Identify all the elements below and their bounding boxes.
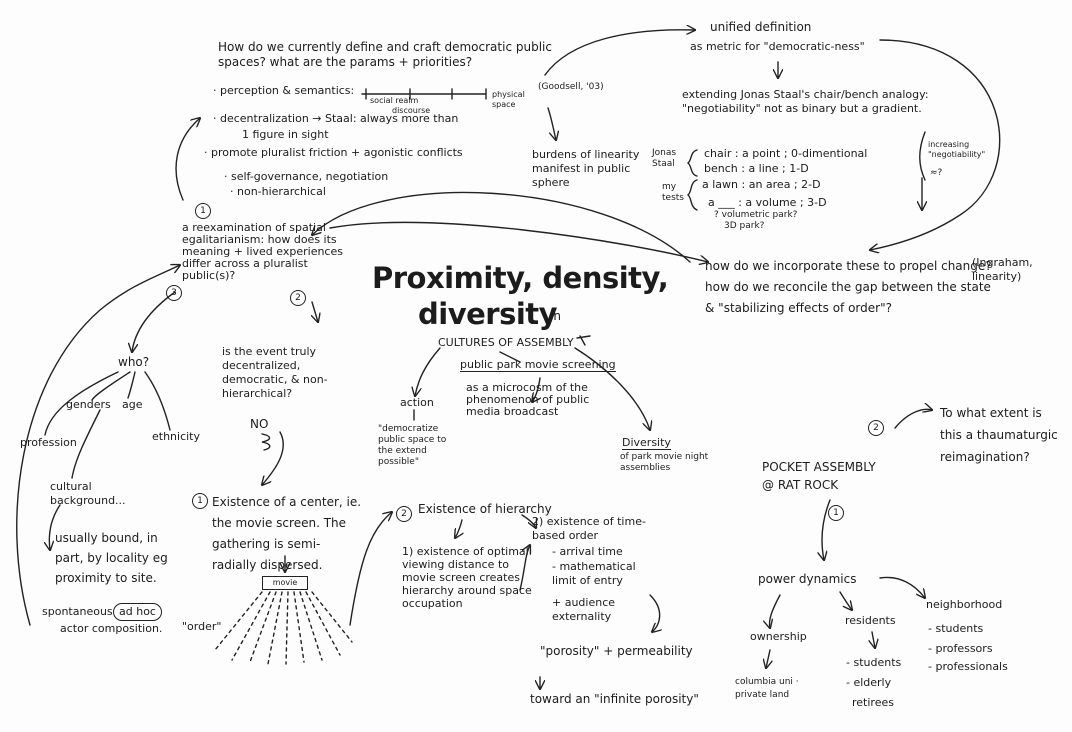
microcosm-text: as a microcosm of the phenomenon of publ… xyxy=(466,381,590,418)
increasing-negotiability: increasing "negotiability" xyxy=(928,140,986,159)
extending-staal-text: extending Jonas Staal's chair/bench anal… xyxy=(682,88,929,115)
public-park-screening: public park movie screening xyxy=(460,358,616,372)
reexam-number-3: 3 xyxy=(166,285,182,301)
neighborhood-professors: - professors xyxy=(928,642,993,655)
neighborhood-students: - students xyxy=(928,622,984,635)
age-label: age xyxy=(122,398,143,411)
screening-label: public park movie screening xyxy=(460,358,616,372)
main-title-line2: diversity xyxy=(418,297,558,331)
arrow-goodsell-burdens xyxy=(547,107,556,140)
arrow-reexam-incorporate xyxy=(329,221,708,262)
cultures-of-assembly: CULTURES OF ASSEMBLY xyxy=(438,336,574,349)
reexamination-text: a reexamination of spatial egalitarianis… xyxy=(182,221,343,282)
who-label: who? xyxy=(118,355,150,369)
actor-composition: actor composition. xyxy=(60,622,163,635)
main-title-line1: Proximity, density, xyxy=(372,261,669,295)
audience-externality: + audience externality xyxy=(552,596,616,623)
diversity-label: Diversity xyxy=(622,436,671,450)
infinite-porosity: toward an "infinite porosity" xyxy=(530,692,699,706)
ingraham-citation: (Ingraham, linearity) xyxy=(972,256,1033,283)
residents-retirees: retirees xyxy=(852,696,894,709)
jonas-staal-label: Jonas Staal xyxy=(652,148,677,169)
profession-label: profession xyxy=(20,436,77,449)
incorporate-question: how do we incorporate these to propel ch… xyxy=(705,259,992,315)
unified-definition-line1: unified definition xyxy=(710,20,812,34)
rat-rock-label: @ RAT ROCK xyxy=(762,478,839,492)
center-existence-text: Existence of a center, ie. the movie scr… xyxy=(212,495,362,572)
arrow-left-loop xyxy=(16,265,180,626)
burdens-label: burdens of linearity manifest in public … xyxy=(532,148,640,189)
ethnicity-label: ethnicity xyxy=(152,430,201,443)
arrow-unified-to-incorporate xyxy=(870,39,1001,250)
arrival-time: - arrival time xyxy=(552,545,623,558)
volumetric-park-line: ? volumetric park? xyxy=(714,210,798,220)
residents-elderly: - elderly xyxy=(846,676,892,689)
ownership-detail: columbia uni · private land xyxy=(735,677,799,700)
my-tests-label: my tests xyxy=(662,182,684,203)
no-answer: NO xyxy=(250,417,269,431)
arrow-incorporate-reexam xyxy=(312,191,691,263)
arrow-reexam-who xyxy=(132,291,176,352)
genders-label: genders xyxy=(66,398,111,411)
bench-line: bench : a line ; 1-D xyxy=(704,162,809,175)
arrow-question-to-unified xyxy=(544,30,695,76)
movie-screen: movie xyxy=(262,576,308,590)
pocket-number-1: 1 xyxy=(828,505,844,521)
park-3d-line: 3D park? xyxy=(724,221,765,231)
arrow-no-center xyxy=(262,431,284,485)
pocket-number-2: 2 xyxy=(868,420,884,436)
neighborhood-professionals: - professionals xyxy=(928,660,1008,673)
order-label: "order" xyxy=(182,620,222,633)
spontaneous-label: spontaneous xyxy=(42,605,113,618)
residents-label: residents xyxy=(845,614,896,627)
social-realm-label: social realm xyxy=(370,96,419,105)
optimal-distance-text: 1) existence of optimal viewing distance… xyxy=(402,545,532,610)
math-limit: - mathematical limit of entry xyxy=(552,560,636,587)
center-number-1: 1 xyxy=(192,493,208,509)
power-dynamics: power dynamics xyxy=(758,572,857,586)
lawn-line: a lawn : an area ; 2-D xyxy=(702,178,821,191)
goodsell-citation: (Goodsell, '03) xyxy=(538,82,604,92)
hierarchy-label: Existence of hierarchy xyxy=(418,502,552,516)
pocket-assembly-label: POCKET ASSEMBLY xyxy=(762,460,876,474)
diversity-detail: of park movie night assemblies xyxy=(620,452,709,473)
unified-definition-line2: as metric for "democratic-ness" xyxy=(690,40,865,53)
neighborhood-label: neighborhood xyxy=(926,598,1003,611)
chair-line: chair : a point ; 0-dimentional xyxy=(704,147,868,160)
physical-space-label: physical space xyxy=(492,90,525,109)
pluralist-label: · promote pluralist friction + agonistic… xyxy=(204,146,463,159)
ad-hoc-label: ad hoc xyxy=(113,603,162,621)
volume-line: a ___ : a volume ; 3-D xyxy=(708,196,827,209)
thaumaturgic-question: To what extent is this a thaumaturgic re… xyxy=(940,406,1058,464)
time-based-order: 2) existence of time-based order xyxy=(532,515,646,542)
reexam-number-2: 2 xyxy=(290,290,306,306)
non-hierarchical-label: · non-hierarchical xyxy=(230,185,326,198)
event-question: is the event truly decentralized, democr… xyxy=(222,345,328,400)
decentralization-label: · decentralization → Staal: always more … xyxy=(213,112,459,125)
approx-symbol: ≈? xyxy=(930,168,943,178)
self-governance-label: · self-governance, negotiation xyxy=(224,170,389,183)
democratize-text: "democratize public space to the extend … xyxy=(378,424,447,467)
hierarchy-number-2: 2 xyxy=(396,506,412,522)
discourse-label: discourse xyxy=(392,106,431,115)
top-question: How do we currently define and craft dem… xyxy=(218,40,552,69)
one-figure-label: 1 figure in sight xyxy=(242,128,329,141)
porosity-label: "porosity" + permeability xyxy=(540,644,693,658)
perception-label: · perception & semantics: xyxy=(213,84,355,97)
title-in: in xyxy=(550,309,561,323)
reexam-number-1: 1 xyxy=(195,203,211,219)
action-label: action xyxy=(400,396,434,409)
ownership-label: ownership xyxy=(750,630,807,643)
bound-by-locality: usually bound, in part, by locality eg p… xyxy=(55,531,168,585)
arrow-screen-hierarchy xyxy=(349,512,392,626)
arrow-reexam-up xyxy=(175,118,200,201)
cultural-background: cultural background... xyxy=(50,480,126,507)
residents-students: - students xyxy=(846,656,902,669)
